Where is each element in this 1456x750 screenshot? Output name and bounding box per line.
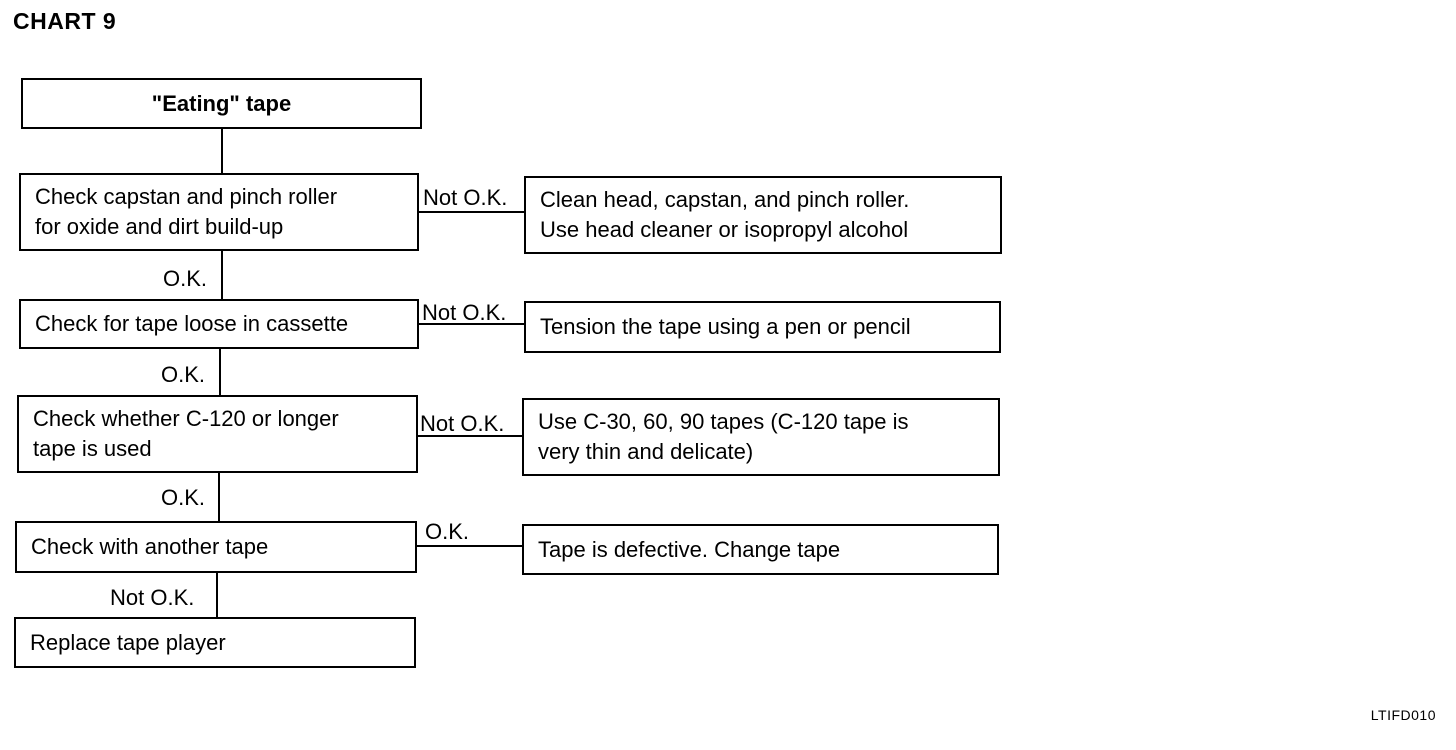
check4-box: Check with another tape <box>15 521 417 573</box>
fix2-text: Tension the tape using a pen or pencil <box>540 314 911 339</box>
final-box: Replace tape player <box>14 617 416 668</box>
label-check3-ok: O.K. <box>161 485 206 510</box>
fix2-box: Tension the tape using a pen or pencil <box>524 301 1001 353</box>
start-text: "Eating" tape <box>151 90 292 116</box>
fix1-box: Clean head, capstan, and pinch roller. U… <box>524 176 1002 254</box>
chart-title: CHART 9 <box>13 8 117 34</box>
start-box: "Eating" tape <box>21 78 422 129</box>
label-check4-ok: O.K. <box>425 519 470 544</box>
check3-box: Check whether C-120 or longer tape is us… <box>17 395 418 473</box>
fix3-text: Use C-30, 60, 90 tapes (C-120 tape is ve… <box>538 409 909 464</box>
check2-text: Check for tape loose in cassette <box>35 311 349 336</box>
fix3-box: Use C-30, 60, 90 tapes (C-120 tape is ve… <box>522 398 1000 476</box>
check1-text: Check capstan and pinch roller for oxide… <box>35 184 338 239</box>
check4-text: Check with another tape <box>31 534 269 559</box>
figure-code: LTIFD010 <box>1370 707 1436 723</box>
label-check2-not-ok: Not O.K. <box>422 300 507 325</box>
label-check1-ok: O.K. <box>163 266 208 291</box>
label-check4-not-ok: Not O.K. <box>110 585 195 610</box>
fix1-text: Clean head, capstan, and pinch roller. U… <box>540 187 910 242</box>
label-check2-ok: O.K. <box>161 362 206 387</box>
label-check3-not-ok: Not O.K. <box>420 411 505 436</box>
fix4-text: Tape is defective. Change tape <box>538 536 841 562</box>
check3-text: Check whether C-120 or longer tape is us… <box>33 406 339 461</box>
final-text: Replace tape player <box>30 629 226 655</box>
fix4-box: Tape is defective. Change tape <box>522 524 999 575</box>
check1-box: Check capstan and pinch roller for oxide… <box>19 173 419 251</box>
label-check1-not-ok: Not O.K. <box>423 185 508 210</box>
check2-box: Check for tape loose in cassette <box>19 299 419 349</box>
